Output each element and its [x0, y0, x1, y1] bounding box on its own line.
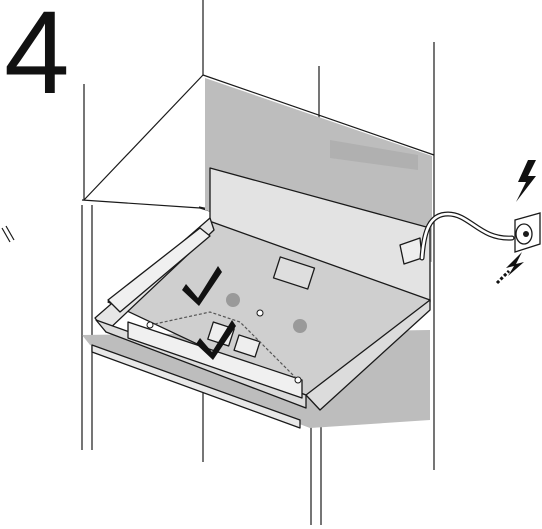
mounting-hole: [293, 319, 307, 333]
cabinet-edge: [83, 74, 204, 201]
left-rail: [107, 227, 211, 313]
drawer-tray: [91, 167, 431, 429]
cabinet-edge: [5, 225, 15, 241]
center-bracket: [233, 334, 261, 358]
plug-pin: [523, 231, 529, 237]
screw: [256, 309, 264, 317]
power-cable-inner: [420, 212, 514, 260]
arrow-tail: [495, 269, 511, 285]
back-panel-ledge: [330, 140, 418, 170]
cabinet-edge: [1, 227, 11, 243]
front-rail: [127, 321, 303, 399]
lightning-icon: [516, 160, 536, 202]
arrow-icon: [495, 252, 524, 285]
power-plug-icon: [514, 212, 541, 253]
cabinet-edge: [202, 74, 435, 156]
back-bracket: [272, 256, 316, 290]
screw: [146, 321, 154, 329]
mounting-details: [146, 293, 307, 384]
mounting-hole: [226, 293, 240, 307]
check-icon: [196, 320, 236, 360]
cabinet-edge: [81, 199, 214, 213]
step-number: 4: [4, 0, 70, 119]
tray-right-wall: [305, 299, 431, 411]
connection-wire: [149, 311, 299, 381]
screw: [294, 376, 302, 384]
arrow-head: [506, 252, 524, 276]
tray-base-edge: [91, 344, 301, 429]
check-icon: [182, 266, 222, 306]
